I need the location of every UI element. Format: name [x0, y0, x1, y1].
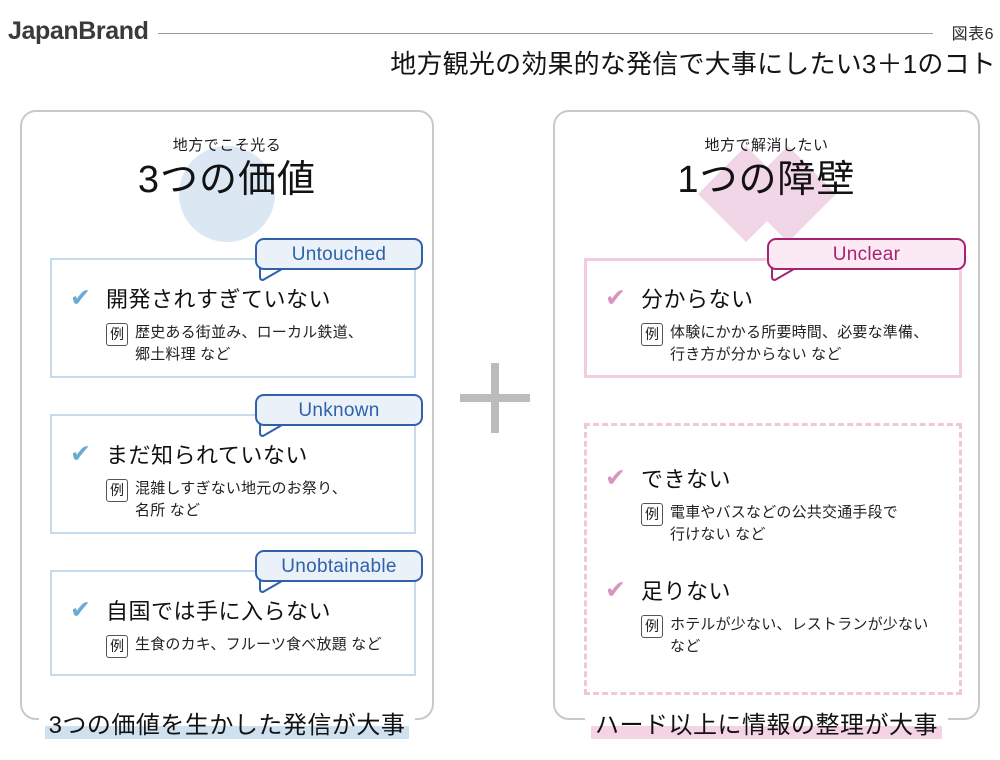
barrier-item-1: ✔ 分からない 例 体験にかかる所要時間、必要な準備、 行き方が分からない など	[605, 282, 961, 366]
page-title: 地方観光の効果的な発信で大事にしたい3＋1のコト	[390, 49, 996, 79]
value-item-box-1	[50, 258, 416, 378]
callout-unknown: Unknown	[255, 394, 423, 426]
callout-untouched: Untouched	[255, 238, 423, 270]
check-icon: ✔	[605, 283, 627, 312]
barrier-dashed-group	[584, 423, 962, 695]
barrier-item-1-title: ✔ 分からない	[605, 282, 961, 314]
barrier-item-2-label: できない	[641, 467, 732, 492]
barrier-item-2-example: 例 電車やバスなどの公共交通手段で 行けない など	[641, 502, 961, 546]
callout-unclear: Unclear	[767, 238, 966, 270]
figure-number: 図表6	[951, 26, 994, 43]
plus-icon	[460, 363, 530, 433]
barrier-item-3-example: 例 ホテルが少ない、レストランが少ない など	[641, 614, 961, 658]
callout-unobtainable-label: Unobtainable	[281, 556, 397, 577]
value-item-box-2	[50, 414, 416, 534]
barrier-item-3-label: 足りない	[641, 579, 732, 604]
left-panel: 地方でこそ光る 3つの価値 Untouched ✔ 開発されすぎていない 例 歴…	[20, 110, 434, 740]
barrier-item-3: ✔ 足りない 例 ホテルが少ない、レストランが少ない など	[605, 574, 961, 658]
value-item-1: ✔ 開発されすぎていない 例 歴史ある街並み、ローカル鉄道、 郷土料理 など	[70, 282, 416, 366]
page-header: JapanBrand 図表6 地方観光の効果的な発信で大事にしたい3＋1のコト	[0, 0, 1000, 96]
value-item-2-label: まだ知られていない	[106, 443, 308, 468]
value-item-2: ✔ まだ知られていない 例 混雑しすぎない地元のお祭り、 名所 など	[70, 438, 416, 522]
barrier-item-1-example: 例 体験にかかる所要時間、必要な準備、 行き方が分からない など	[641, 322, 961, 366]
callout-unknown-label: Unknown	[298, 400, 380, 421]
callout-tail-4	[771, 267, 795, 282]
right-footer-text: ハード以上に情報の整理が大事	[595, 712, 938, 739]
check-icon: ✔	[605, 463, 627, 492]
right-heading-main: 1つの障壁	[677, 158, 856, 201]
value-item-3-label: 自国では手に入らない	[106, 599, 332, 624]
left-panel-heading: 地方でこそ光る 3つの価値	[22, 137, 432, 242]
left-panel-footer: 3つの価値を生かした発信が大事	[22, 705, 432, 740]
callout-unclear-label: Unclear	[832, 244, 901, 265]
left-heading-sub: 地方でこそ光る	[172, 137, 282, 154]
value-item-2-example-text: 混雑しすぎない地元のお祭り、 名所 など	[135, 480, 347, 519]
value-item-2-title: ✔ まだ知られていない	[70, 438, 416, 470]
value-item-3-example-text: 生食のカキ、フルーツ食べ放題 など	[135, 636, 382, 653]
check-icon: ✔	[605, 575, 627, 604]
footer-highlight	[44, 726, 410, 739]
value-item-2-example: 例 混雑しすぎない地元のお祭り、 名所 など	[106, 478, 416, 522]
right-heading-sub: 地方で解消したい	[704, 137, 829, 154]
barrier-item-2: ✔ できない 例 電車やバスなどの公共交通手段で 行けない など	[605, 462, 961, 546]
callout-tail-1	[259, 267, 283, 282]
barrier-item-3-title: ✔ 足りない	[605, 574, 961, 606]
callout-unobtainable: Unobtainable	[255, 550, 423, 582]
right-panel: 地方で解消したい 1つの障壁 Unclear ✔ 分からない 例 体験にかかる所…	[553, 110, 980, 740]
example-badge: 例	[641, 323, 663, 346]
check-icon: ✔	[70, 439, 92, 468]
barrier-item-1-example-text: 体験にかかる所要時間、必要な準備、 行き方が分からない など	[670, 324, 929, 363]
header-rule	[158, 33, 933, 34]
left-footer-text: 3つの価値を生かした発信が大事	[48, 712, 406, 739]
barrier-item-3-example-text: ホテルが少ない、レストランが少ない など	[670, 616, 929, 655]
footer-highlight	[591, 726, 942, 739]
value-item-3-title: ✔ 自国では手に入らない	[70, 594, 416, 626]
callout-untouched-label: Untouched	[291, 244, 387, 265]
right-panel-footer: ハード以上に情報の整理が大事	[555, 705, 978, 740]
barrier-item-2-title: ✔ できない	[605, 462, 961, 494]
value-item-box-3	[50, 570, 416, 676]
value-item-1-label: 開発されすぎていない	[106, 287, 332, 312]
right-panel-heading: 地方で解消したい 1つの障壁	[555, 137, 978, 243]
example-badge: 例	[106, 479, 128, 502]
callout-tail-2	[259, 423, 283, 438]
brand-logo: JapanBrand	[8, 17, 149, 45]
value-item-1-example-text: 歴史ある街並み、ローカル鉄道、 郷土料理 など	[135, 324, 364, 363]
value-item-1-title: ✔ 開発されすぎていない	[70, 282, 416, 314]
left-heading-main: 3つの価値	[137, 158, 317, 201]
barrier-item-2-example-text: 電車やバスなどの公共交通手段で 行けない など	[670, 504, 899, 543]
barrier-item-1-label: 分からない	[641, 287, 754, 312]
example-badge: 例	[106, 635, 128, 658]
example-badge: 例	[641, 615, 663, 638]
example-badge: 例	[641, 503, 663, 526]
callout-tail-3	[259, 579, 283, 594]
example-badge: 例	[106, 323, 128, 346]
value-item-3-example: 例 生食のカキ、フルーツ食べ放題 など	[106, 634, 416, 658]
check-icon: ✔	[70, 283, 92, 312]
check-icon: ✔	[70, 595, 92, 624]
value-item-1-example: 例 歴史ある街並み、ローカル鉄道、 郷土料理 など	[106, 322, 416, 366]
value-item-3: ✔ 自国では手に入らない 例 生食のカキ、フルーツ食べ放題 など	[70, 594, 416, 658]
